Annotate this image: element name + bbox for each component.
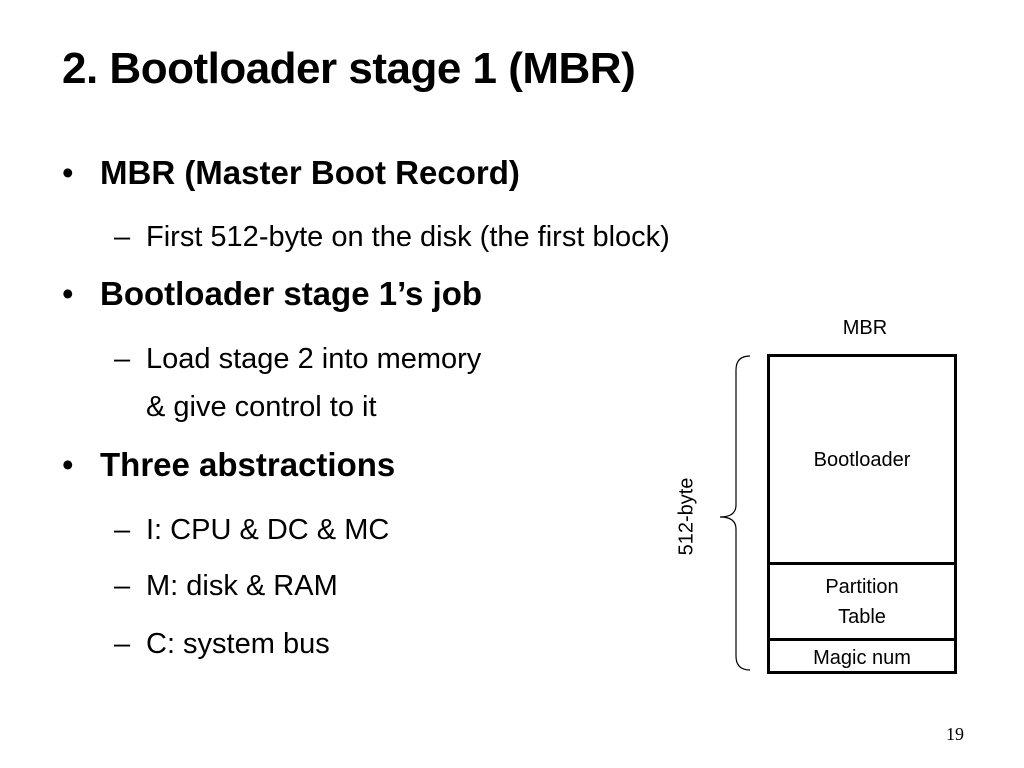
bullet-stage1-job: • Bootloader stage 1’s job — [62, 275, 482, 313]
magic-number-section: Magic num — [770, 638, 954, 674]
bullet-three-abstractions: • Three abstractions — [62, 446, 395, 484]
bullet-text: Three abstractions — [100, 446, 396, 483]
mbr-box: Bootloader Partition Table Magic num — [767, 354, 957, 674]
bullet-symbol: • — [62, 275, 74, 312]
sub-bullet-load-stage2: –Load stage 2 into memory & give control… — [114, 335, 481, 431]
sub-bullet-text: M: disk & RAM — [146, 570, 338, 602]
brace-path — [719, 355, 751, 671]
sub-bullet-c: –C: system bus — [114, 620, 330, 668]
sub-bullet-text: C: system bus — [146, 628, 330, 660]
partition-label-line1: Partition — [825, 575, 899, 598]
bullet-mbr: • MBR (Master Boot Record) — [62, 154, 520, 192]
dash-symbol: – — [114, 514, 131, 546]
magic-label: Magic num — [813, 646, 911, 669]
dash-symbol: – — [114, 343, 131, 375]
sub-bullet-i: –I: CPU & DC & MC — [114, 506, 389, 554]
bullet-text: MBR (Master Boot Record) — [100, 154, 520, 191]
bootloader-section: Bootloader — [770, 357, 954, 562]
dash-symbol: – — [114, 570, 131, 602]
sub-bullet-continuation: & give control to it — [146, 391, 377, 423]
slide-title: 2. Bootloader stage 1 (MBR) — [62, 44, 636, 93]
sub-bullet-m: –M: disk & RAM — [114, 562, 338, 610]
bullet-symbol: • — [62, 154, 74, 191]
bullet-text: Bootloader stage 1’s job — [100, 275, 483, 312]
sub-bullet-first-512: –First 512-byte on the disk (the first b… — [114, 213, 670, 261]
sub-bullet-text: I: CPU & DC & MC — [146, 514, 390, 546]
dash-symbol: – — [114, 221, 131, 253]
partition-table-section: Partition Table — [770, 562, 954, 638]
dash-symbol: – — [114, 628, 131, 660]
sub-bullet-text: First 512-byte on the disk (the first bl… — [146, 221, 670, 253]
partition-label-line2: Table — [838, 605, 886, 628]
bootloader-label: Bootloader — [813, 448, 911, 471]
bullet-symbol: • — [62, 446, 74, 483]
size-label: 512-byte — [675, 477, 698, 556]
mbr-header-label: MBR — [842, 317, 888, 339]
page-number: 19 — [946, 724, 964, 744]
sub-bullet-text: Load stage 2 into memory — [146, 343, 482, 375]
